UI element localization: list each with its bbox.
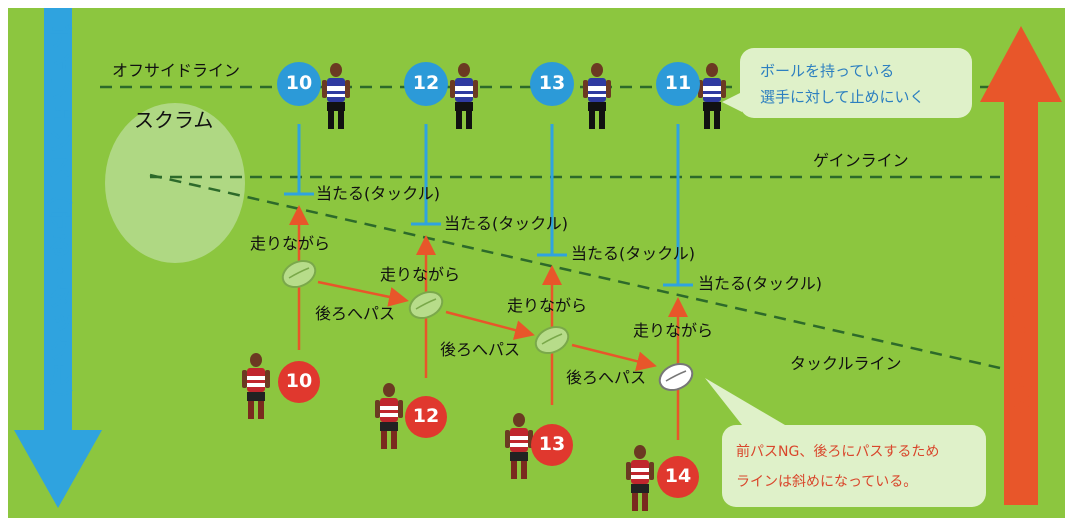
offense-note-bubble: 前パスNG、後ろにパスするため ラインは斜めになっている。 xyxy=(722,425,986,507)
run-label: 走りながら xyxy=(250,234,331,253)
attacker-12 xyxy=(375,383,447,449)
attacker-14 xyxy=(626,445,699,511)
offside-line-label: オフサイドライン xyxy=(112,61,241,80)
offense-note-line: ラインは斜めになっている。 xyxy=(736,474,918,490)
tackle-label: 当たる(タックル) xyxy=(444,214,569,233)
defender-13 xyxy=(530,62,611,129)
tackle-label: 当たる(タックル) xyxy=(571,244,696,263)
defender-number: 10 xyxy=(285,72,313,94)
attacker-number: 14 xyxy=(664,465,692,487)
pass-label: 後ろへパス xyxy=(315,304,396,323)
pass-label: 後ろへパス xyxy=(440,340,521,359)
defense-note-bubble: ボールを持っている 選手に対して止めにいく xyxy=(740,48,972,118)
run-label: 走りながら xyxy=(380,265,461,284)
defender-number: 13 xyxy=(538,72,566,94)
defense-note-line: ボールを持っている xyxy=(760,62,895,80)
defense-arrow xyxy=(14,8,102,508)
scrum-label: スクラム xyxy=(134,108,214,132)
defender-11 xyxy=(656,62,726,129)
gain-line-label: ゲインライン xyxy=(813,151,909,170)
defense-note-line: 選手に対して止めにいく xyxy=(760,88,925,106)
run-label: 走りながら xyxy=(633,321,714,340)
offense-axis-label: オフェンス（前進・攻める） xyxy=(1006,118,1035,443)
defender-tackle-lines xyxy=(284,124,693,287)
defender-12 xyxy=(404,62,478,129)
offense-note-line: 前パスNG、後ろにパスするため xyxy=(736,444,940,460)
defender-10 xyxy=(277,62,350,129)
bubble-tail xyxy=(705,378,785,425)
attacker-number: 12 xyxy=(412,405,440,427)
defender-number: 12 xyxy=(412,72,440,94)
pass-arrows xyxy=(317,280,657,372)
scrum-area xyxy=(105,103,245,263)
bubble-tail xyxy=(722,92,742,112)
tackle-line-label: タックルライン xyxy=(790,354,902,373)
attacker-10 xyxy=(242,353,320,419)
run-label: 走りながら xyxy=(507,296,588,315)
attacker-number: 10 xyxy=(285,370,313,392)
tackle-label: 当たる(タックル) xyxy=(698,274,823,293)
attacker-13 xyxy=(505,413,573,479)
defender-number: 11 xyxy=(664,72,692,94)
attacker-number: 13 xyxy=(538,433,566,455)
defense-axis-label: ディフェンス（守る・タックル） xyxy=(44,24,73,414)
pass-label: 後ろへパス xyxy=(566,368,647,387)
tackle-label: 当たる(タックル) xyxy=(316,184,441,203)
offense-arrow xyxy=(980,26,1062,505)
